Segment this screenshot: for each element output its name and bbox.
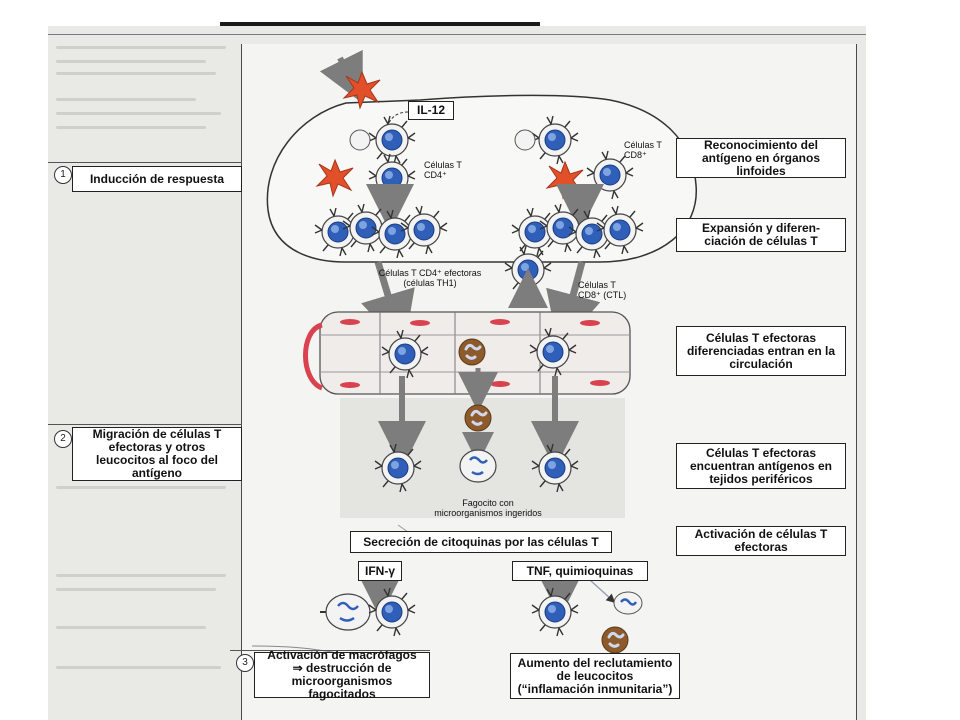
box-il12: IL-12: [408, 101, 454, 120]
box-effector-antigen: Células T efectoras encuentran antígenos…: [676, 443, 846, 489]
endothelial-cell-icon: [340, 382, 360, 388]
box-cytokine-secretion: Secreción de citoquinas por las células …: [350, 531, 612, 553]
top-border-bar: [220, 22, 540, 26]
endothelial-cell-icon: [590, 380, 610, 386]
ghost-text-line: [56, 46, 226, 49]
connector-line: [397, 524, 409, 533]
step-rule: [230, 650, 430, 651]
label-cd8-effector: Células T CD8⁺ (CTL): [578, 280, 627, 300]
neutrophil-icon: [600, 625, 630, 655]
step-number-3: 3: [236, 654, 254, 672]
endothelial-cell-icon: [340, 319, 360, 325]
ghost-text-line: [56, 126, 206, 129]
ghost-text-line: [56, 574, 226, 577]
ghost-text-line: [56, 486, 226, 489]
ghost-text-line: [56, 72, 216, 75]
ghost-text-line: [56, 666, 221, 669]
cd8-t-cell-icon: [531, 587, 579, 637]
apc-cell-icon: [514, 129, 536, 151]
label-cd4-cells: Células T CD4⁺: [424, 160, 462, 180]
step-label-induction: Inducción de respuesta: [72, 166, 242, 192]
leukocyte-nucleus-icon: [620, 598, 638, 606]
il12-dashed-arrow: [383, 111, 409, 135]
step-rule: [48, 424, 242, 425]
box-effector-activation: Activación de células T efectoras: [676, 526, 846, 556]
label-cd4-effector: Células T CD4⁺ efectoras (células TH1): [378, 268, 482, 288]
neutrophil-icon: [457, 337, 487, 367]
ghost-text-line: [56, 588, 216, 591]
step-number-1: 1: [54, 166, 72, 184]
label-cd8-cells: Células T CD8⁺: [624, 140, 662, 160]
phagocyte-icon: [459, 449, 497, 483]
ingested-microbe-icon: [469, 456, 488, 476]
step-label-macrophage-activation: Activación de macrófagos ⇒ destrucción d…: [254, 649, 430, 701]
th1-cell-icon: [368, 587, 416, 637]
macrophage-icon: [325, 593, 371, 631]
box-expansion: Expansión y diferen- ciación de células …: [676, 218, 846, 252]
endothelial-cell-icon: [490, 381, 510, 387]
step-number-2: 2: [54, 430, 72, 448]
label-phagocyte: Fagocito con microorganismos ingeridos: [434, 498, 542, 518]
step-label-migration: Migración de células T efectoras y otros…: [72, 427, 242, 481]
ingested-microbe-icon: [337, 601, 359, 622]
chemokine-arrow: [589, 579, 616, 604]
apc-cell-icon: [349, 129, 371, 151]
ghost-text-line: [56, 98, 196, 101]
endothelial-cell-icon: [410, 320, 430, 326]
box-tnf-chemokines: TNF, quimioquinas: [512, 561, 648, 581]
endothelial-cell-icon: [490, 319, 510, 325]
leukocyte-icon: [613, 591, 643, 615]
box-leukocyte-recruitment: Aumento del reclutamiento de leucocitos …: [510, 653, 680, 699]
ghost-text-line: [56, 60, 206, 63]
box-ifn-gamma: IFN-γ: [358, 561, 402, 581]
step-rule: [48, 162, 242, 163]
neutrophil-icon: [463, 403, 493, 433]
ghost-text-line: [56, 626, 206, 629]
box-effector-circulation: Células T efectoras diferenciadas entran…: [676, 326, 846, 376]
endothelial-cell-icon: [580, 320, 600, 326]
ghost-text-line: [56, 112, 221, 115]
vessel-lumen-icon: [303, 322, 324, 391]
box-antigen-recognition: Reconocimiento del antígeno en órganos l…: [676, 138, 846, 178]
top-rule: [48, 34, 866, 35]
